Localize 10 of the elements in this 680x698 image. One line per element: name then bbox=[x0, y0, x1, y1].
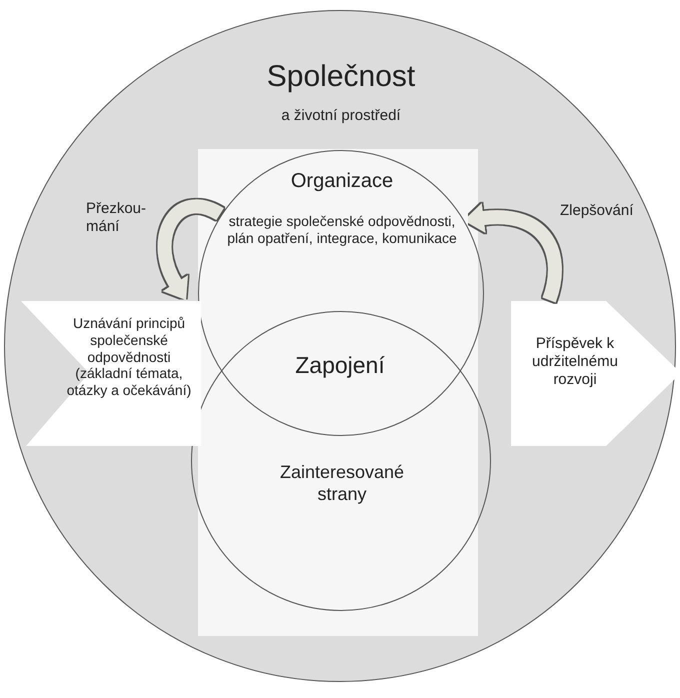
arrow-text: Uznávání principů společenské odpovědnosti (základní témata, otázky a očekávání) bbox=[66, 315, 192, 399]
edge-label: Přezkou-mání bbox=[86, 200, 148, 236]
circle-title: Společnost bbox=[266, 59, 416, 95]
circle-description: strategie společenské odpovědnosti, plán opatření, integrace, komunikace bbox=[227, 213, 457, 247]
circle-title: Organizace bbox=[290, 169, 394, 193]
circle-title: Zainteresované strany bbox=[278, 462, 406, 506]
circle-subtitle: a životní prostředí bbox=[280, 107, 402, 125]
overlap-label: Zapojení bbox=[294, 352, 386, 380]
arrow-text: Příspěvek k udržitelnému rozvoji bbox=[531, 335, 619, 389]
edge-label: Zlepšování bbox=[560, 202, 634, 220]
